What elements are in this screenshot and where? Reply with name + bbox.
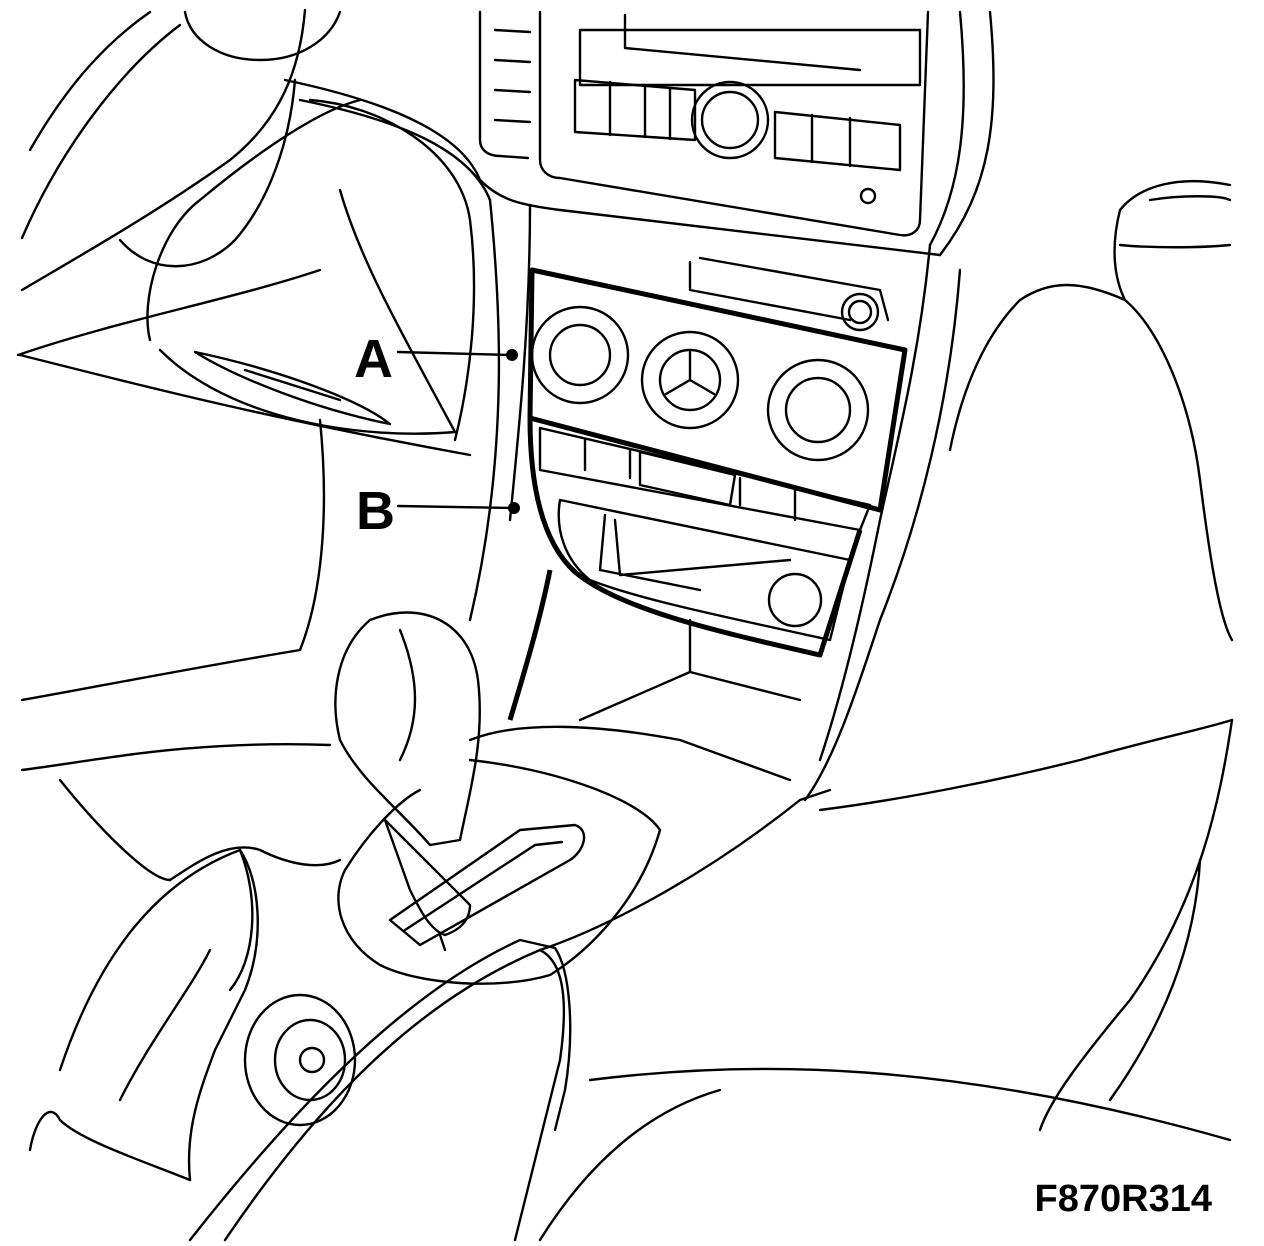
climate-panel (527, 256, 908, 513)
left-dash-panel (18, 98, 476, 457)
switch-panel (507, 417, 872, 721)
callout-leaders (396, 349, 520, 514)
radio-unit (478, 10, 930, 237)
callout-dot-b (508, 502, 520, 514)
steering-column (16, 8, 342, 357)
shift-gate (337, 618, 802, 985)
callout-label-b: B (356, 481, 395, 541)
center-armrest (58, 846, 357, 1182)
callout-dot-a (506, 349, 518, 361)
console-trim (283, 10, 995, 802)
callout-label-a: A (354, 329, 393, 389)
gear-shifter (334, 611, 481, 952)
figure-code: F870R314 (1034, 1178, 1212, 1220)
console-lid (188, 788, 1232, 1242)
left-seat (20, 418, 332, 1152)
right-seat (818, 179, 1234, 1132)
